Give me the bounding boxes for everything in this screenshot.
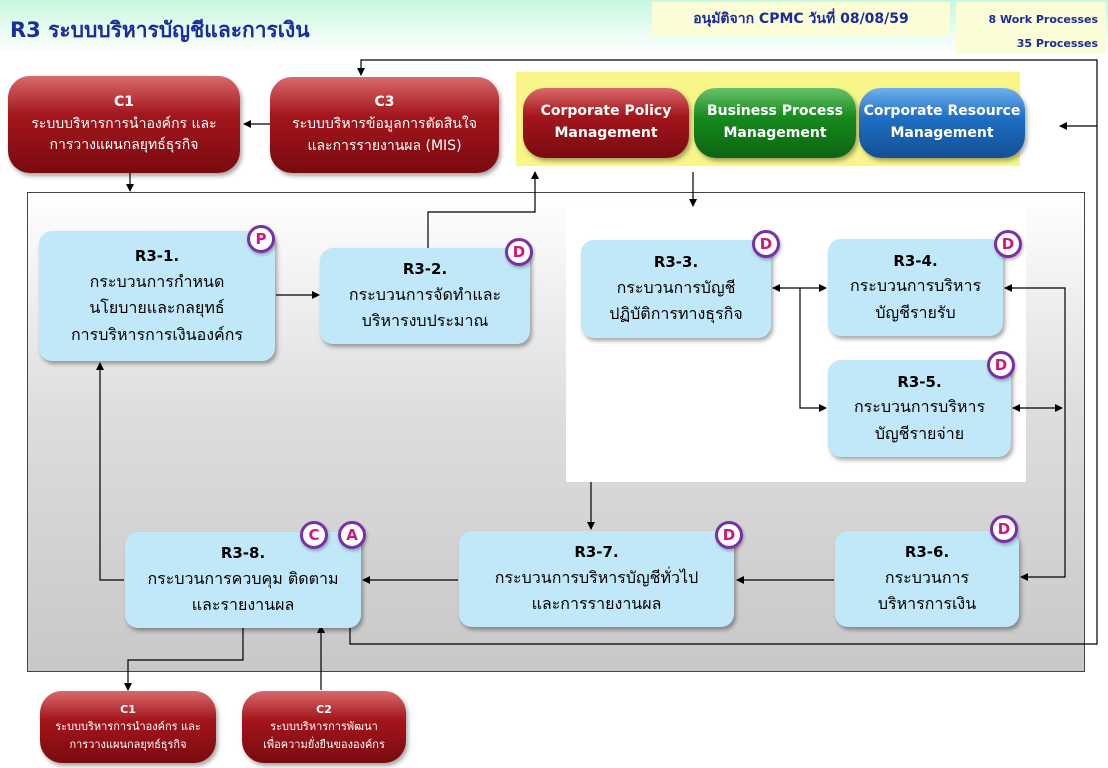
process-label-line1: กระบวนการบริหารบัญชีทั่วไป xyxy=(494,567,699,587)
badge-d: D xyxy=(994,230,1022,258)
processes-count: 35 Processes xyxy=(1016,37,1098,50)
process-code: R3-5. xyxy=(897,372,942,391)
process-r3-5[interactable]: R3-5. กระบวนการบริหาร บัญชีรายจ่าย xyxy=(828,360,1011,457)
badge-d: D xyxy=(505,238,533,266)
badge-d: D xyxy=(990,515,1018,543)
system-label-line1: ระบบบริหารการนำองค์กร และ xyxy=(31,115,217,132)
process-code: R3-2. xyxy=(402,260,448,279)
process-r3-2[interactable]: R3-2. กระบวนการจัดทำและ บริหารงบประมาณ xyxy=(320,248,530,344)
system-label-line2: การวางแผนกลยุทธ์ธุรกิจ xyxy=(49,137,199,154)
system-label-line2: การวางแผนกลยุทธ์ธุรกิจ xyxy=(69,737,187,751)
arrow-r3-2-to-management xyxy=(427,171,539,248)
process-label-line2: บริหารการเงิน xyxy=(877,594,977,614)
process-label-line1: กระบวนการบริหาร xyxy=(849,276,982,296)
system-code: C1 xyxy=(113,93,134,110)
approval-note: อนุมัติจาก CPMC วันที่ 08/08/59 xyxy=(652,2,950,36)
system-label-line1: ระบบบริหารข้อมูลการตัดสินใจ xyxy=(292,116,477,133)
process-code: R3-3. xyxy=(653,253,699,272)
process-counts: 8 Work Processes 35 Processes xyxy=(956,2,1106,54)
badge-c: C xyxy=(300,521,328,549)
process-label-line1: กระบวนการจัดทำและ xyxy=(348,284,502,304)
corporate-policy-management[interactable]: Corporate Policy Management xyxy=(523,88,689,158)
system-code: C1 xyxy=(120,702,136,716)
management-label-line1: Corporate Policy xyxy=(540,103,672,120)
system-c2-bottom[interactable]: C2 ระบบบริหารการพัฒนา เพื่อความยั่งยืนขอ… xyxy=(242,691,406,763)
corporate-resource-management[interactable]: Corporate Resource Management xyxy=(859,88,1025,158)
arrow-r3-3-to-r3-5 xyxy=(799,288,827,412)
process-code: R3-6. xyxy=(904,543,950,562)
process-label-line1: กระบวนการ xyxy=(884,567,970,587)
management-label-line2: Management xyxy=(890,125,994,141)
process-label-line2: และการรายงานผล xyxy=(531,594,662,614)
system-c1-bottom[interactable]: C1 ระบบบริหารการนำองค์กร และ การวางแผนกล… xyxy=(40,691,216,763)
process-label-line2: นโยบายและกลยุทธ์ xyxy=(89,298,225,318)
process-label-line2: บัญชีรายจ่าย xyxy=(874,423,965,443)
badge-a: A xyxy=(338,521,366,549)
process-code: R3-8. xyxy=(220,544,266,563)
process-r3-1[interactable]: R3-1. กระบวนการกำหนด นโยบายและกลยุทธ์ กา… xyxy=(39,231,275,361)
badge-d: D xyxy=(752,230,780,258)
badge-d: D xyxy=(987,351,1015,379)
system-label-line2: และการรายงานผล (MIS) xyxy=(307,137,462,154)
management-label-line1: Business Process xyxy=(706,103,843,120)
process-r3-7[interactable]: R3-7. กระบวนการบริหารบัญชีทั่วไป และการร… xyxy=(459,531,734,627)
process-label-line2: บริหารงบประมาณ xyxy=(361,311,489,331)
management-label-line2: Management xyxy=(554,125,658,141)
process-code: R3-4. xyxy=(893,251,938,270)
process-r3-3[interactable]: R3-3. กระบวนการบัญชี ปฏิบัติการทางธุรกิจ xyxy=(581,240,771,338)
process-label-line1: กระบวนการกำหนด xyxy=(89,271,225,291)
page-title: R3 ระบบบริหารบัญชีและการเงิน xyxy=(10,18,310,42)
arrow-feedback-to-c3 xyxy=(349,59,1098,645)
process-label-line2: และรายงานผล xyxy=(191,595,295,615)
system-code: C3 xyxy=(374,94,395,111)
badge-d: D xyxy=(715,521,743,549)
arrow-r3-8-to-c1 xyxy=(124,628,244,691)
process-code: R3-7. xyxy=(574,543,619,562)
badge-p: P xyxy=(247,225,275,253)
system-label-line1: ระบบบริหารการพัฒนา xyxy=(270,720,378,734)
process-label-line1: กระบวนการควบคุม ติดตาม xyxy=(147,568,339,588)
arrow-r3-8-to-r3-1 xyxy=(96,362,124,581)
process-label-line2: ปฏิบัติการทางธุรกิจ xyxy=(609,304,743,324)
system-c3-top[interactable]: C3 ระบบบริหารข้อมูลการตัดสินใจ และการราย… xyxy=(270,77,499,173)
arrow-r3-4-bracket xyxy=(1004,284,1066,581)
system-code: C2 xyxy=(316,702,332,716)
work-processes-count: 8 Work Processes xyxy=(988,13,1098,26)
process-label-line2: บัญชีรายรับ xyxy=(875,302,956,322)
system-c1-top[interactable]: C1 ระบบบริหารการนำองค์กร และ การวางแผนกล… xyxy=(8,76,240,173)
business-process-management[interactable]: Business Process Management xyxy=(694,88,856,158)
process-code: R3-1. xyxy=(134,247,180,266)
system-label-line1: ระบบบริหารการนำองค์กร และ xyxy=(55,720,201,734)
process-label-line1: กระบวนการบริหาร xyxy=(853,397,986,417)
system-label-line2: เพื่อความยั่งยืนขององค์กร xyxy=(263,737,385,751)
process-r3-8[interactable]: R3-8. กระบวนการควบคุม ติดตาม และรายงานผล xyxy=(125,532,361,628)
process-label-line1: กระบวนการบัญชี xyxy=(616,277,736,297)
process-r3-4[interactable]: R3-4. กระบวนการบริหาร บัญชีรายรับ xyxy=(828,239,1003,336)
management-label-line1: Corporate Resource xyxy=(863,103,1021,120)
management-label-line2: Management xyxy=(723,125,827,141)
process-label-line3: การบริหารการเงินองค์กร xyxy=(70,324,244,344)
process-r3-6[interactable]: R3-6. กระบวนการ บริหารการเงิน xyxy=(835,531,1019,627)
